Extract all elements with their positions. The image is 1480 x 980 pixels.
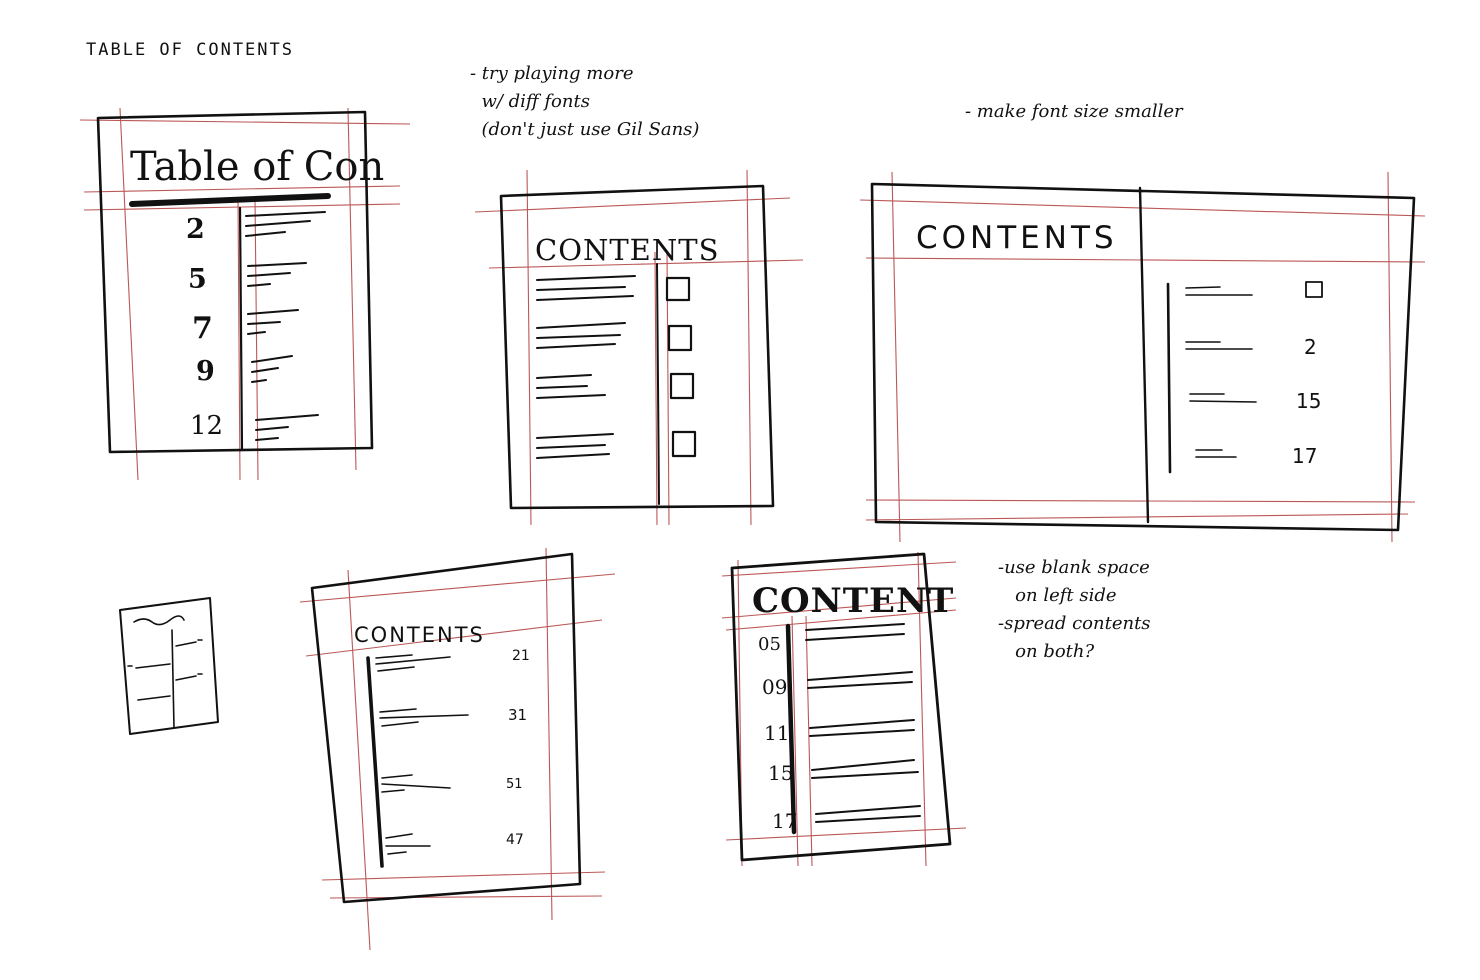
page-number: 12 [190,411,223,441]
thumbnail-marks [127,615,203,729]
checkbox [671,430,697,458]
column-divider [1166,282,1172,474]
toc-heading: CONTENT [752,581,954,621]
page-border [499,184,775,510]
page-number: 17 [1292,444,1317,468]
spine [1138,186,1150,524]
sketch-contents-checkboxes: CONTENTS [474,169,804,526]
toc-numbers: 05 09 11 15 17 [758,634,797,833]
sketch-contents-numbers: CONTENTS 21 31 51 47 [299,547,616,951]
page-number: 21 [512,648,530,664]
page-border [310,552,582,904]
entry-lines [536,275,636,459]
entry-lines [805,623,921,823]
page-number: 47 [506,832,524,848]
page-number: 05 [758,634,781,655]
toc-heading: CONTENTS [354,623,485,647]
sketch-thumbnail [119,597,219,735]
entry-lines [1185,286,1257,458]
toc-heading: Table of Con [130,144,384,190]
page-number: 5 [188,264,207,295]
grid-guides [299,547,616,951]
note-blank-space: -use blank space on left side -spread co… [998,557,1151,662]
toc-heading: CONTENTS [916,220,1118,256]
grid-guides [859,171,1426,543]
page-number: 51 [506,777,523,792]
page-number: 15 [768,761,793,785]
page-number: 7 [192,311,213,346]
checkbox [667,324,693,352]
page-title: TABLE OF CONTENTS [86,40,294,60]
entry-lines [245,211,326,441]
toc-heading: CONTENTS [535,233,719,267]
heading-rule [129,193,331,207]
checkboxes [665,276,697,458]
checkbox [665,276,691,302]
grid-guides [474,169,804,526]
page-number: 11 [764,721,789,745]
entry-lines [375,654,469,855]
page-number: 15 [1296,389,1321,413]
column-divider [656,263,660,505]
checkbox [1305,281,1323,298]
page-number: 9 [196,356,215,387]
page-border [870,182,1416,532]
page-border [119,597,219,735]
column-divider [366,656,384,868]
page-number: 09 [762,675,787,699]
column-divider [238,206,244,452]
column-divider [785,623,797,835]
page-border [730,552,952,862]
page-border [96,110,374,454]
checkbox [669,372,695,400]
sketch-contents-spread: CONTENTS 2 15 17 [859,171,1426,543]
note-font-size: - make font size smaller [965,101,1183,122]
grid-guides [721,551,967,867]
sketch-content-bold: CONTENT 05 09 11 15 17 [721,551,967,867]
page-number: 2 [1304,335,1317,359]
grid-guides [79,107,411,481]
note-try-fonts: - try playing more w/ diff fonts (don't … [470,63,700,140]
toc-numbers: 2 5 7 9 12 [186,214,223,441]
page-number: 17 [772,809,797,833]
page-number: 31 [508,706,527,724]
sketch-table-of-con: Table of Con 2 5 7 9 12 [79,107,411,481]
page-number: 2 [186,214,205,245]
